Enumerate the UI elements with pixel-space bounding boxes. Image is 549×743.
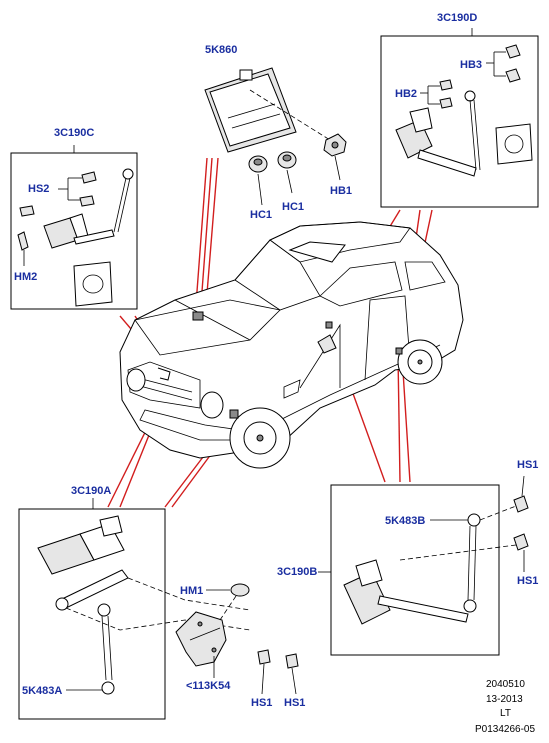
label-5k860: 5K860 <box>205 44 237 56</box>
label-hm1: HM1 <box>180 585 203 597</box>
label-5k483a: 5K483A <box>22 685 62 697</box>
label-hs1-bottom-right: HS1 <box>284 697 305 709</box>
module-5k860 <box>204 67 347 206</box>
group-title-3c190c: 3C190C <box>54 127 94 139</box>
group-title-3c190d: 3C190D <box>437 12 477 24</box>
label-hc1-right: HC1 <box>282 201 304 213</box>
label-hc1-left: HC1 <box>250 209 272 221</box>
label-hb2: HB2 <box>395 88 417 100</box>
box-3c190b <box>318 475 529 656</box>
box-3c190a <box>18 498 251 720</box>
footer-line-3: LT <box>500 708 511 719</box>
label-layer: 5K860 3C190C 3C190D 3C190A 3C190B HS2 HM… <box>14 12 538 709</box>
vehicle-illustration <box>119 221 464 469</box>
group-title-3c190b: 3C190B <box>277 566 317 578</box>
footer-line-1: 2040510 <box>486 679 525 690</box>
group-title-3c190a: 3C190A <box>71 485 111 497</box>
footer-line-4: P0134266-05 <box>475 724 535 735</box>
bracket-assembly <box>175 583 299 695</box>
box-3c190c <box>10 145 138 310</box>
label-hs1-bottom-left: HS1 <box>251 697 272 709</box>
label-hs1-right: HS1 <box>517 575 538 587</box>
box-3c190d <box>380 28 539 208</box>
label-113k54: <113K54 <box>186 680 231 692</box>
label-hs2: HS2 <box>28 183 49 195</box>
footer-line-2: 13-2013 <box>486 694 523 705</box>
reference-footer: 2040510 13-2013 LT P0134266-05 <box>475 679 535 735</box>
label-hs1-top: HS1 <box>517 459 538 471</box>
label-hm2: HM2 <box>14 271 37 283</box>
label-hb3: HB3 <box>460 59 482 71</box>
label-5k483b: 5K483B <box>385 515 425 527</box>
label-hb1: HB1 <box>330 185 352 197</box>
